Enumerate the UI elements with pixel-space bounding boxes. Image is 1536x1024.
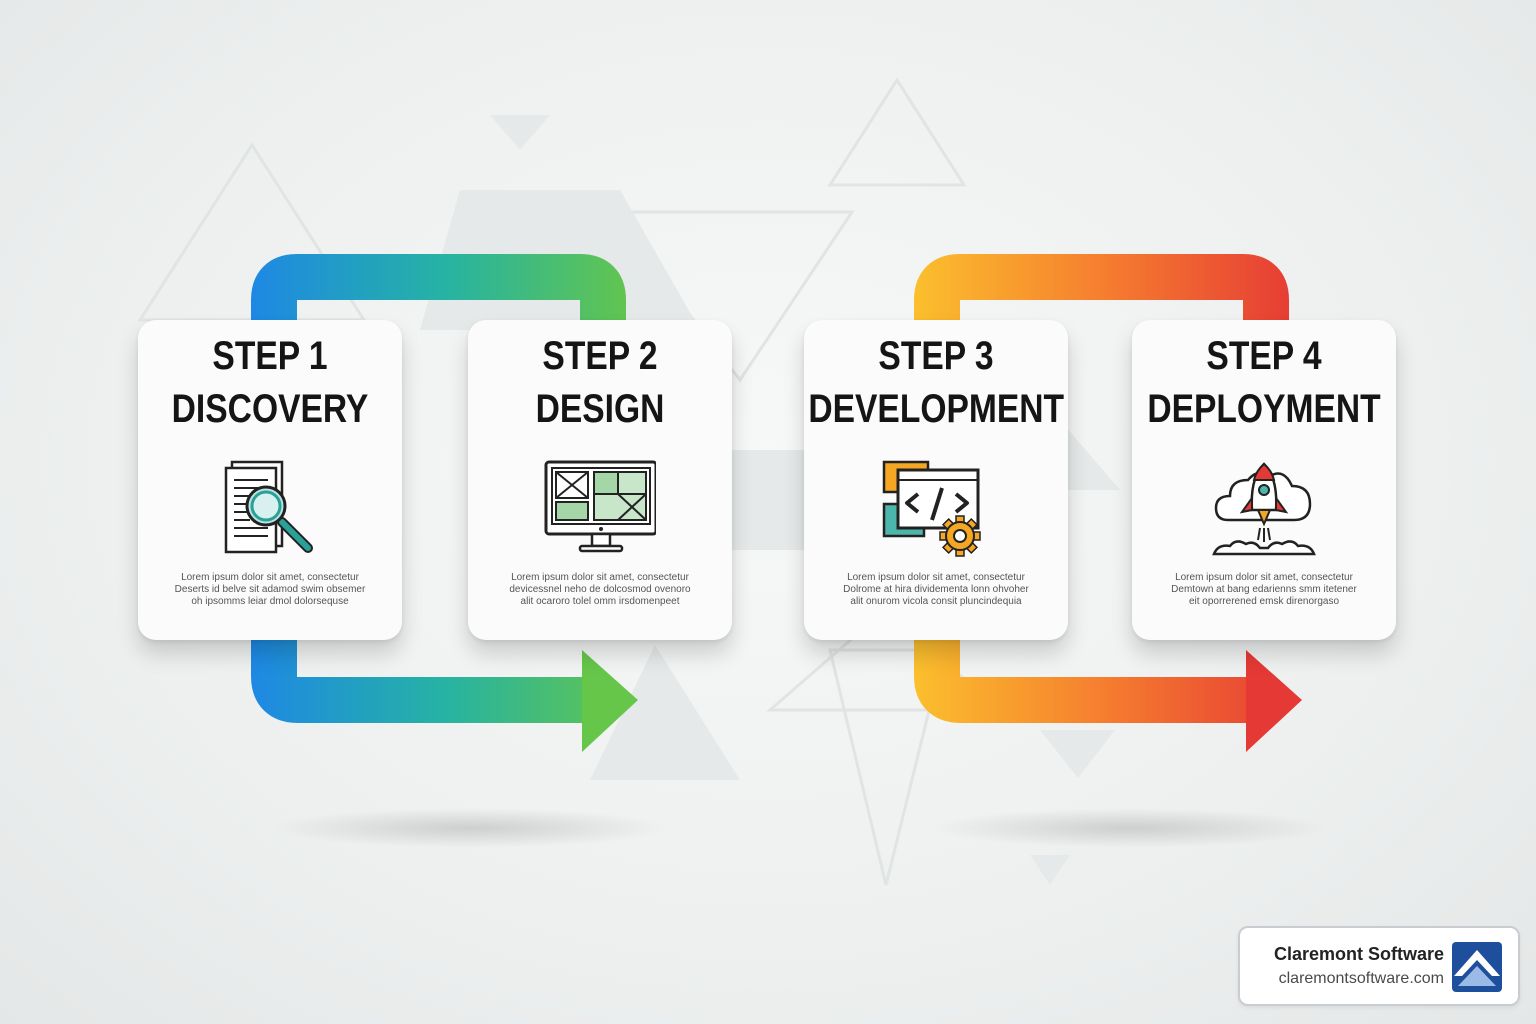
description-line: Lorem ipsum dolor sit amet, consectetur <box>1175 572 1353 583</box>
ground-shadow-left <box>270 808 670 848</box>
rocket-cloud-icon <box>1212 462 1316 556</box>
step-card-4: STEP 4 DEPLOYMENT Lorem ipsum dolor sit … <box>1132 320 1396 640</box>
step-title: DESIGN <box>535 387 665 431</box>
description-line: Lorem ipsum dolor sit amet, consectetur <box>847 572 1025 583</box>
step-card-2: STEP 2 DESIGN Lorem ipsum dolor sit amet… <box>468 320 732 640</box>
step-card-1: STEP 1 DISCOVERY Lorem ipsum dolor sit a… <box>138 320 402 640</box>
ground-shadow-right <box>930 808 1330 848</box>
document-magnifier-icon <box>224 460 313 554</box>
step-number: STEP 1 <box>212 334 328 378</box>
step-description: Lorem ipsum dolor sit amet, consectetur … <box>484 572 716 608</box>
description-line: devicessnel neho de dolcosmod ovenoro <box>509 584 691 595</box>
description-line: eit oporrerened emsk direnorgaso <box>1188 596 1340 607</box>
code-gear-icon <box>882 460 981 557</box>
loop-arrow-1 <box>251 254 638 752</box>
step-number: STEP 2 <box>542 334 658 378</box>
step-description: Lorem ipsum dolor sit amet, consectetur … <box>1148 572 1380 608</box>
step-title: DEPLOYMENT <box>1147 387 1381 431</box>
description-line: Lorem ipsum dolor sit amet, consectetur <box>511 572 689 583</box>
step-number: STEP 4 <box>1206 334 1322 378</box>
brand-name: Claremont Software <box>1273 944 1444 964</box>
mountain-logo-icon <box>1452 942 1502 992</box>
step-description: Lorem ipsum dolor sit amet, consectetur … <box>820 572 1052 608</box>
description-line: oh ipsomms leiar dmol dolorsequse <box>191 596 349 607</box>
step-title: DISCOVERY <box>171 387 369 431</box>
loop-arrow-2 <box>914 254 1302 752</box>
step-title: DEVELOPMENT <box>808 387 1065 431</box>
description-line: Demtown at bang edarienns smm itetener <box>1171 584 1357 595</box>
brand-badge[interactable]: Claremont Software claremontsoftware.com <box>1238 926 1520 1006</box>
step-card-3: STEP 3 DEVELOPMENT Lorem ipsum dolor sit <box>804 320 1068 640</box>
description-line: Dolrome at hira dividementa lonn ohvoher <box>843 584 1029 595</box>
description-line: Lorem ipsum dolor sit amet, consectetur <box>181 572 359 583</box>
description-line: alit onurom vicola consit pluncindequia <box>850 596 1022 607</box>
step-description: Lorem ipsum dolor sit amet, consectetur … <box>154 572 386 608</box>
description-line: alit ocaroro tolel omm irsdomenpeet <box>520 596 680 607</box>
brand-url[interactable]: claremontsoftware.com <box>1278 970 1444 987</box>
step-number: STEP 3 <box>878 334 994 378</box>
monitor-wireframe-icon <box>544 460 656 553</box>
description-line: Deserts id belve sit adamod swim obsemer <box>174 584 366 595</box>
